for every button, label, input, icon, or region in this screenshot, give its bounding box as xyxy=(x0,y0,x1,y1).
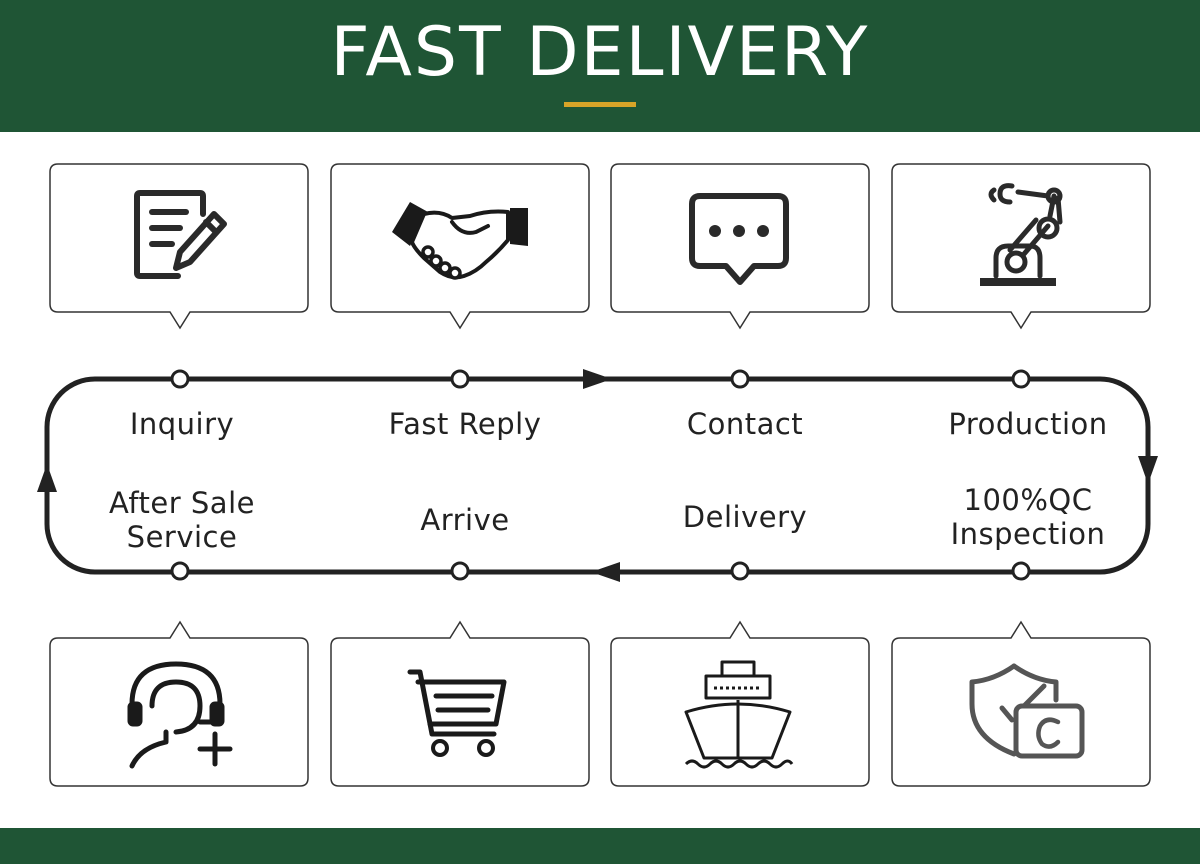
node-contact xyxy=(730,369,750,389)
chat-bubble-icon xyxy=(689,193,789,285)
callout-box-inquiry xyxy=(49,163,309,330)
title-underline xyxy=(564,102,636,107)
node-qc xyxy=(1011,561,1031,581)
robot-arm-icon xyxy=(980,183,1063,286)
arrow-right xyxy=(583,369,612,389)
node-arrive xyxy=(450,561,470,581)
node-fast-reply xyxy=(450,369,470,389)
arrow-down xyxy=(1138,456,1158,484)
step-label-inquiry: Inquiry xyxy=(129,407,235,441)
step-label-production: Production xyxy=(948,407,1108,441)
cargo-ship-icon xyxy=(684,660,794,769)
arrow-left xyxy=(591,562,620,582)
node-delivery xyxy=(730,561,750,581)
step-label-qc: 100%QC Inspection xyxy=(950,483,1106,551)
callout-box-contact xyxy=(610,163,870,330)
shopping-cart-icon xyxy=(407,669,507,757)
qc-shield-icon xyxy=(969,663,1085,759)
process-loop-track xyxy=(44,376,1151,575)
callout-box-arrive xyxy=(330,620,590,787)
arrow-up xyxy=(37,464,57,492)
page-title: FAST DELIVERY xyxy=(330,13,870,92)
handshake-icon xyxy=(392,202,528,280)
node-after-sale xyxy=(170,561,190,581)
step-label-arrive: Arrive xyxy=(420,503,510,537)
node-inquiry xyxy=(170,369,190,389)
step-label-contact: Contact xyxy=(686,407,804,441)
callout-box-after-sale xyxy=(49,620,309,787)
document-pencil-icon xyxy=(134,190,227,279)
step-label-delivery: Delivery xyxy=(682,500,808,534)
step-label-fast-reply: Fast Reply xyxy=(388,407,542,441)
step-label-after-sale: After Sale Service xyxy=(109,486,255,554)
node-production xyxy=(1011,369,1031,389)
footer-bar xyxy=(0,828,1200,864)
header-banner xyxy=(0,0,1200,132)
support-agent-icon xyxy=(127,661,233,769)
